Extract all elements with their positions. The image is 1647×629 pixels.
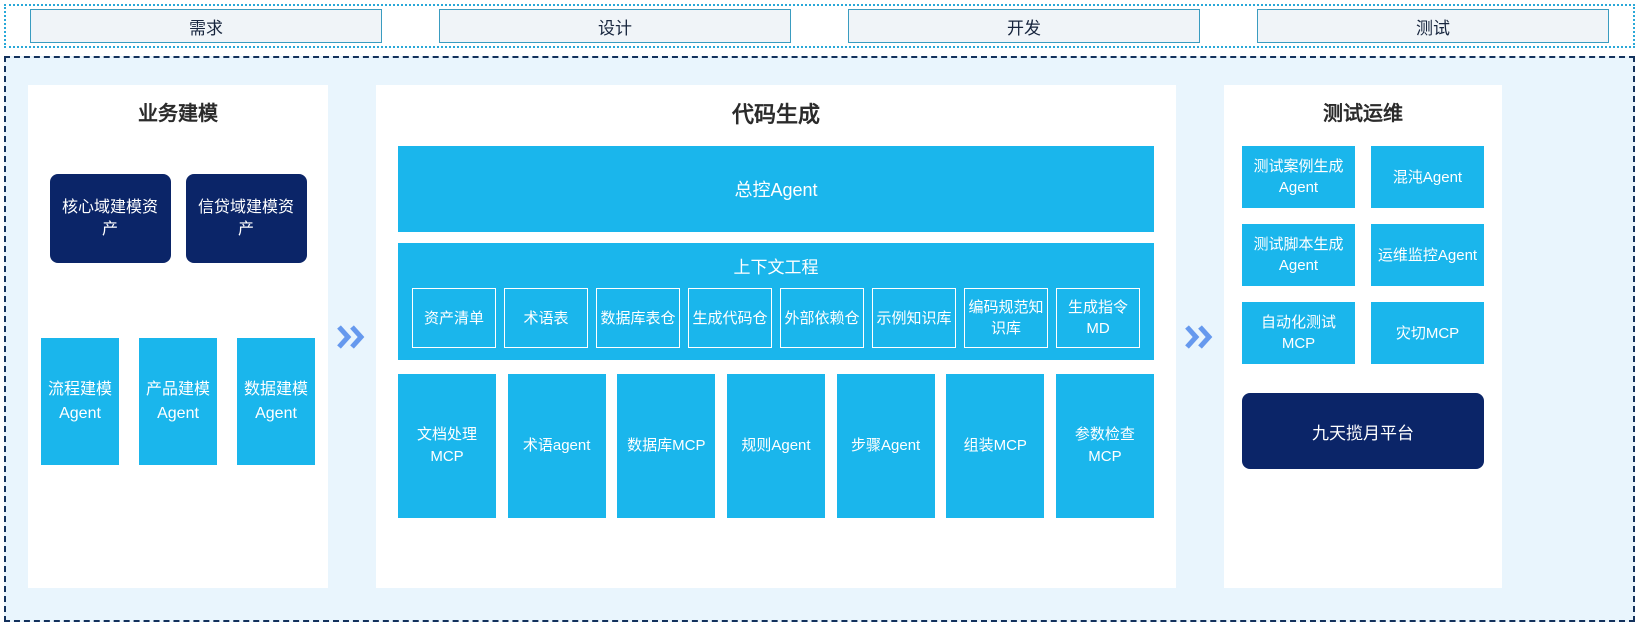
phase-box-design[interactable]: 设计 bbox=[439, 9, 791, 43]
double-chevron-right-icon bbox=[1185, 324, 1215, 350]
ops-box-test-case-generation-agent[interactable]: 测试案例生成Agent bbox=[1242, 146, 1355, 208]
phase-label: 开发 bbox=[1007, 18, 1041, 38]
context-engineering-block: 上下文工程 资产清单 术语表 数据库表仓 生成代码仓 外部依赖仓 bbox=[398, 243, 1154, 360]
tool-label: 组装MCP bbox=[963, 437, 1027, 454]
panel-title-code-generation: 代码生成 bbox=[731, 102, 820, 127]
phase-box-development[interactable]: 开发 bbox=[848, 9, 1200, 43]
context-chip-generated-code-repo[interactable]: 生成代码仓 bbox=[688, 288, 772, 348]
panel-test-ops: 测试运维 测试案例生成Agent 混沌Agent 测试脚本生成Agent 运维监… bbox=[1224, 85, 1502, 588]
code-generation-tool-row: 文档处理MCP 术语agent 数据库MCP 规则Agent 步骤Agent 组… bbox=[398, 374, 1154, 518]
agent-box-process-modeling[interactable]: 流程建模Agent bbox=[41, 338, 119, 465]
agent-label: 产品建模Agent bbox=[145, 380, 210, 422]
agent-box-data-modeling[interactable]: 数据建模Agent bbox=[237, 338, 315, 465]
asset-label: 信贷域建模资产 bbox=[197, 198, 294, 238]
tool-box-document-processing-mcp[interactable]: 文档处理MCP bbox=[398, 374, 496, 518]
phase-box-requirements[interactable]: 需求 bbox=[30, 9, 382, 43]
phase-label: 设计 bbox=[598, 18, 632, 38]
context-chip-coding-standard-knowledge-base[interactable]: 编码规范知识库 bbox=[964, 288, 1048, 348]
platform-label: 九天揽月平台 bbox=[1312, 423, 1414, 443]
context-chip-label: 数据库表仓 bbox=[600, 309, 676, 327]
panel-title-business-modeling: 业务建模 bbox=[138, 103, 218, 125]
architecture-diagram-frame: 业务建模 核心域建模资产 信贷域建模资产 流程建模Agent 产品建模Agent… bbox=[4, 56, 1635, 622]
tool-box-database-mcp[interactable]: 数据库MCP bbox=[617, 374, 716, 518]
phase-label: 测试 bbox=[1416, 18, 1450, 38]
panel-title-test-ops: 测试运维 bbox=[1323, 103, 1403, 125]
business-asset-row: 核心域建模资产 信贷域建模资产 bbox=[28, 174, 328, 263]
phase-label: 需求 bbox=[189, 18, 223, 38]
ops-box-automated-test-mcp[interactable]: 自动化测试MCP bbox=[1242, 302, 1355, 364]
tool-box-assembly-mcp[interactable]: 组装MCP bbox=[946, 374, 1045, 518]
ops-box-chaos-agent[interactable]: 混沌Agent bbox=[1371, 146, 1484, 208]
master-agent-box[interactable]: 总控Agent bbox=[398, 146, 1154, 232]
context-chip-label: 生成指令MD bbox=[1067, 299, 1128, 337]
tool-box-parameter-check-mcp[interactable]: 参数检查MCP bbox=[1055, 374, 1154, 518]
ops-label: 自动化测试MCP bbox=[1260, 314, 1336, 352]
tool-label: 数据库MCP bbox=[627, 437, 706, 454]
context-engineering-title: 上下文工程 bbox=[733, 258, 819, 277]
platform-box-jiutian-lanyue[interactable]: 九天揽月平台 bbox=[1242, 393, 1484, 469]
tool-label: 文档处理MCP bbox=[416, 426, 477, 465]
ops-label: 运维监控Agent bbox=[1377, 246, 1478, 264]
context-chip-asset-inventory[interactable]: 资产清单 bbox=[412, 288, 496, 348]
context-chip-label: 生成代码仓 bbox=[692, 309, 768, 327]
phase-box-testing[interactable]: 测试 bbox=[1257, 9, 1609, 43]
agent-label: 流程建模Agent bbox=[47, 380, 112, 422]
ops-label: 测试脚本生成Agent bbox=[1253, 236, 1344, 274]
context-chip-label: 资产清单 bbox=[423, 309, 484, 327]
context-chip-example-knowledge-base[interactable]: 示例知识库 bbox=[872, 288, 956, 348]
flow-separator-left bbox=[328, 85, 376, 588]
ops-box-disaster-switch-mcp[interactable]: 灾切MCP bbox=[1371, 302, 1484, 364]
context-chip-generation-instruction-md[interactable]: 生成指令MD bbox=[1056, 288, 1140, 348]
context-chip-db-table-repo[interactable]: 数据库表仓 bbox=[596, 288, 680, 348]
asset-box-core-domain[interactable]: 核心域建模资产 bbox=[49, 174, 171, 263]
context-item-row: 资产清单 术语表 数据库表仓 生成代码仓 外部依赖仓 示例知 bbox=[398, 288, 1154, 348]
ops-label: 混沌Agent bbox=[1392, 168, 1463, 186]
flow-separator-right bbox=[1176, 85, 1224, 588]
tool-label: 步骤Agent bbox=[851, 437, 921, 454]
context-chip-glossary[interactable]: 术语表 bbox=[504, 288, 588, 348]
ops-label: 灾切MCP bbox=[1395, 324, 1460, 342]
test-ops-grid: 测试案例生成Agent 混沌Agent 测试脚本生成Agent 运维监控Agen… bbox=[1224, 146, 1502, 364]
ops-box-ops-monitoring-agent[interactable]: 运维监控Agent bbox=[1371, 224, 1484, 286]
business-agent-row: 流程建模Agent 产品建模Agent 数据建模Agent bbox=[28, 338, 328, 465]
double-chevron-right-icon bbox=[337, 324, 367, 350]
master-agent-label: 总控Agent bbox=[734, 180, 818, 200]
asset-label: 核心域建模资产 bbox=[61, 198, 158, 238]
panel-business-modeling: 业务建模 核心域建模资产 信贷域建模资产 流程建模Agent 产品建模Agent… bbox=[28, 85, 328, 588]
panel-code-generation: 代码生成 总控Agent 上下文工程 资产清单 术语表 数据库表仓 bbox=[376, 85, 1176, 588]
context-chip-label: 术语表 bbox=[523, 309, 569, 327]
tool-label: 规则Agent bbox=[741, 437, 811, 454]
tool-box-glossary-agent[interactable]: 术语agent bbox=[507, 374, 606, 518]
context-chip-label: 示例知识库 bbox=[876, 309, 952, 327]
context-chip-label: 外部依赖仓 bbox=[784, 309, 860, 327]
agent-box-product-modeling[interactable]: 产品建模Agent bbox=[139, 338, 217, 465]
agent-label: 数据建模Agent bbox=[243, 380, 308, 422]
tool-box-rule-agent[interactable]: 规则Agent bbox=[726, 374, 825, 518]
tool-label: 术语agent bbox=[522, 437, 591, 454]
ops-box-test-script-generation-agent[interactable]: 测试脚本生成Agent bbox=[1242, 224, 1355, 286]
tool-label: 参数检查MCP bbox=[1074, 426, 1135, 465]
ops-label: 测试案例生成Agent bbox=[1253, 158, 1344, 196]
tool-box-step-agent[interactable]: 步骤Agent bbox=[836, 374, 935, 518]
context-chip-label: 编码规范知识库 bbox=[968, 299, 1044, 337]
context-chip-external-dependency-repo[interactable]: 外部依赖仓 bbox=[780, 288, 864, 348]
phase-strip: 需求 设计 开发 测试 bbox=[4, 4, 1635, 48]
asset-box-credit-domain[interactable]: 信贷域建模资产 bbox=[185, 174, 307, 263]
